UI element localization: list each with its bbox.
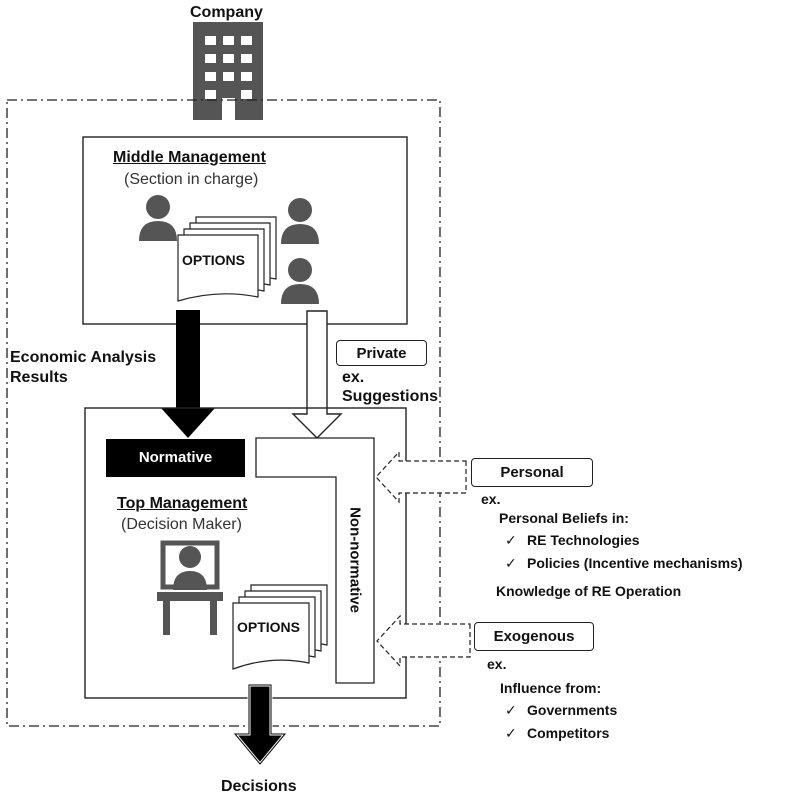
economic-analysis-arrow: [161, 310, 215, 438]
decisions-label: Decisions: [221, 778, 297, 795]
exogenous-influence-heading: Influence from:: [500, 680, 602, 696]
options-document-stack-icon: [232, 584, 328, 670]
non-normative-shape: [255, 437, 375, 684]
top-options-label: OPTIONS: [237, 619, 301, 635]
middle-management-subtitle: (Section in charge): [124, 171, 259, 188]
personal-arrow: [375, 450, 467, 504]
exogenous-arrow: [376, 614, 471, 668]
personal-item: RE Technologies: [505, 531, 640, 549]
exogenous-item: Governments: [505, 701, 617, 719]
person-icon: [281, 198, 319, 244]
economic-analysis-label: Economic Analysis Results: [10, 349, 157, 386]
private-label-box: Private: [336, 340, 427, 366]
top-management-subtitle: (Decision Maker): [121, 516, 242, 533]
exogenous-label-box: Exogenous: [474, 622, 594, 651]
personal-beliefs-heading: Personal Beliefs in:: [499, 510, 629, 526]
building-icon: [193, 22, 263, 120]
private-arrow: [291, 310, 343, 439]
exogenous-item: Competitors: [505, 724, 609, 742]
private-example: ex. Suggestions: [342, 369, 439, 405]
normative-label: Normative: [138, 449, 213, 466]
non-normative-label: Non-normative: [346, 507, 364, 613]
decisions-arrow: [231, 683, 289, 767]
seated-person-icon: [173, 546, 207, 590]
top-management-title: Top Management: [117, 495, 248, 512]
person-icon: [281, 258, 319, 304]
middle-management-title: Middle Management: [113, 149, 266, 166]
options-document-stack-icon: [177, 216, 277, 302]
personal-extra: Knowledge of RE Operation: [496, 583, 682, 599]
personal-ex: ex.: [481, 491, 501, 507]
person-icon: [139, 195, 177, 241]
company-boundary: [6, 99, 441, 727]
personal-item: Policies (Incentive mechanisms): [505, 554, 743, 572]
normative-box: [106, 439, 245, 477]
exogenous-ex: ex.: [487, 656, 507, 672]
middle-options-label: OPTIONS: [182, 252, 246, 268]
top-management-box: [84, 407, 407, 699]
company-label: Company: [190, 4, 263, 21]
personal-label-box: Personal: [471, 458, 593, 487]
